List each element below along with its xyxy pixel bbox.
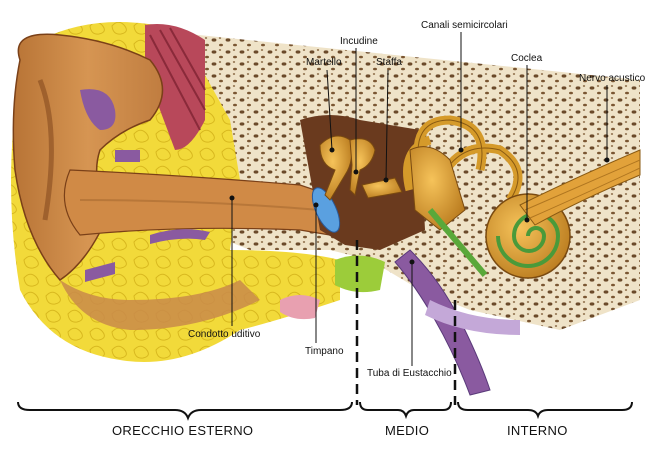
acoustic-nerve [519, 149, 641, 226]
label-tuba-di-eustacchio: Tuba di Eustacchio [367, 368, 452, 379]
label-condotto-uditivo: Condotto uditivo [188, 329, 261, 340]
label-nervo-acustico: Nervo acustico [579, 73, 646, 84]
label-canali-semicircolari: Canali semicircolari [421, 20, 508, 31]
label-timpano: Timpano [305, 346, 344, 357]
region-medio: MEDIO [385, 423, 430, 438]
label-pointers [231, 32, 608, 366]
label-martello: Martello [306, 57, 342, 68]
pinna [12, 33, 164, 281]
division-lines [355, 240, 457, 405]
label-incudine: Incudine [340, 36, 378, 47]
region-orecchio-esterno: ORECCHIO ESTERNO [112, 423, 254, 438]
region-braces [17, 401, 633, 421]
label-staffa: Staffa [376, 57, 402, 68]
region-interno: INTERNO [507, 423, 568, 438]
label-coclea: Coclea [511, 53, 543, 64]
malleus [319, 135, 353, 201]
eardrum [311, 187, 341, 233]
